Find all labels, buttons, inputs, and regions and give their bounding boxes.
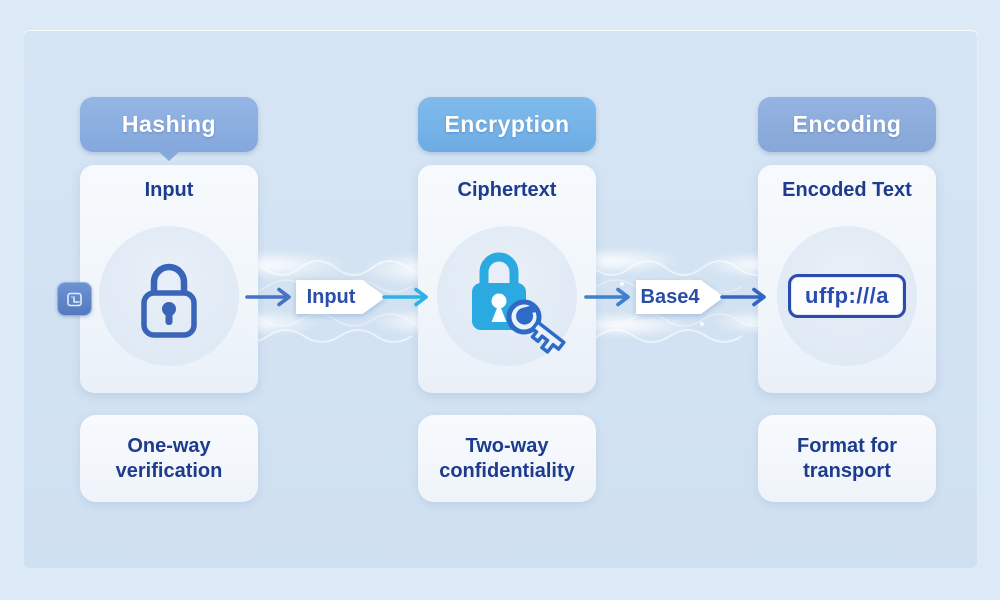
description-line: One-way (127, 434, 211, 457)
description-line: verification (115, 459, 223, 482)
header-pill-hashing: Hashing (80, 97, 258, 161)
icon-circle: uffp:///a (777, 226, 917, 366)
header-label: Hashing (121, 111, 217, 137)
icon-circle (99, 226, 239, 366)
header-pill-encoding: Encoding (758, 97, 936, 152)
description-line: confidentiality (439, 459, 575, 482)
lock-with-key-icon (472, 252, 566, 354)
pill-tail (158, 151, 180, 161)
card-title: Input (144, 179, 194, 201)
description-line: transport (803, 459, 891, 482)
description-line: Format for (797, 434, 897, 457)
description-card-encoding: Format for transport (758, 415, 936, 502)
flow-label: Input (306, 285, 356, 308)
card-title: Encoded Text (782, 179, 912, 201)
header-label: Encoding (792, 111, 902, 137)
flow-banner-wrap: Base4 (636, 0, 724, 314)
card-encryption-ciphertext: Ciphertext (418, 165, 596, 393)
icon-circle (437, 226, 577, 366)
document-icon (66, 292, 82, 307)
arrow-right-icon (720, 287, 772, 307)
url-text: uffp:///a (805, 283, 889, 308)
flow-banner-wrap: Input (296, 0, 386, 314)
url-box-icon: uffp:///a (788, 274, 906, 318)
description-card-hashing: One-way verification (80, 415, 258, 502)
lock-outline-icon (141, 263, 197, 338)
header-label: Encryption (444, 111, 570, 137)
description-line: Two-way (465, 434, 549, 457)
flow-label: Base4 (640, 285, 700, 308)
arrow-right-icon (245, 287, 297, 307)
description-card-encryption: Two-way confidentiality (418, 415, 596, 502)
left-edge-badge (57, 282, 92, 316)
flow-banner-base4: Base4 (636, 280, 724, 314)
card-hashing-input: Input (80, 165, 258, 393)
arrow-right-icon (584, 287, 636, 307)
card-title: Ciphertext (457, 179, 557, 201)
card-encoding-text: Encoded Text uffp:///a (758, 165, 936, 393)
arrow-right-icon (382, 287, 434, 307)
header-pill-encryption: Encryption (418, 97, 596, 152)
